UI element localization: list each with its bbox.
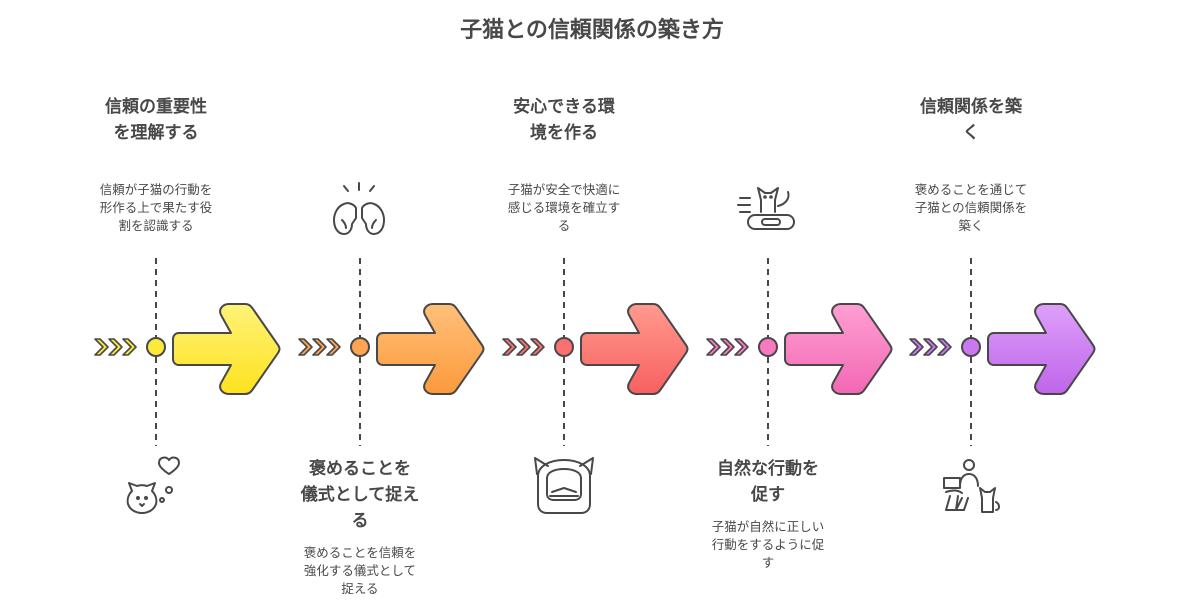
step-arrow xyxy=(580,303,689,395)
step-heading-line: く xyxy=(962,123,980,143)
chevron-mark xyxy=(298,338,313,356)
chevron-mark xyxy=(937,338,952,356)
chevron-mark xyxy=(706,338,721,356)
step-description-line: 感じる環境を確立す xyxy=(507,200,621,215)
step-description-line: 子猫との信頼関係を xyxy=(914,200,1028,215)
cat-heart-icon xyxy=(126,456,180,514)
step-description-line: 子猫が安全で快適に xyxy=(507,182,621,197)
step-heading: 信頼の重要性を理解する xyxy=(56,94,256,146)
page-title: 子猫との信頼関係の築き方 xyxy=(460,18,724,43)
step-arrow xyxy=(376,303,485,395)
cat-scratcher-icon xyxy=(737,187,795,230)
step-description-line: 捉える xyxy=(341,581,379,596)
step-heading-line: 促す xyxy=(751,485,785,505)
step-description-line: 信頼が子猫の行動を xyxy=(99,182,213,197)
step-description-line: る xyxy=(557,218,571,233)
step-arrow xyxy=(987,303,1096,395)
chevron-mark xyxy=(530,338,545,356)
chevron-mark xyxy=(516,338,531,356)
chevron-mark xyxy=(312,338,327,356)
step-heading-line: 自然な行動を xyxy=(717,459,819,479)
step-heading-line: 境を作る xyxy=(530,123,598,143)
step-description-line: 褒めることを信頼を xyxy=(303,545,417,560)
chevron-mark xyxy=(94,338,109,356)
step-description-line: 褒めることを通じて xyxy=(914,182,1028,197)
step-heading: 褒めることを儀式として捉える xyxy=(260,456,460,534)
step-description: 子猫が自然に正しい行動をするように促す xyxy=(683,518,853,572)
person-cat-icon xyxy=(943,459,1000,513)
step-description-line: 子猫が自然に正しい xyxy=(711,519,825,534)
chevron-mark xyxy=(734,338,749,356)
chevron-mark xyxy=(909,338,924,356)
step-heading-line: 信頼の重要性 xyxy=(105,97,207,117)
step-description-line: 行動をするように促 xyxy=(711,537,825,552)
step-heading-line: る xyxy=(351,511,369,531)
step-milestone-dot xyxy=(961,337,981,357)
step-description: 信頼が子猫の行動を形作る上で果たす役割を認識する xyxy=(71,181,241,235)
step-milestone-dot xyxy=(554,337,574,357)
chevron-mark xyxy=(108,338,123,356)
step-heading-line: 儀式として捉え xyxy=(300,485,420,505)
step-arrow xyxy=(784,303,893,395)
step-heading: 信頼関係を築く xyxy=(871,94,1071,146)
step-description: 褒めることを信頼を強化する儀式として捉える xyxy=(275,544,445,598)
step-description-line: 形作る上で果たす役 xyxy=(99,200,213,215)
chevron-mark xyxy=(326,338,341,356)
cat-carrier-icon xyxy=(534,457,594,514)
step-heading-line: を理解する xyxy=(113,123,199,143)
step-heading-line: 褒めることを xyxy=(309,459,411,479)
step-description-line: す xyxy=(761,555,775,570)
step-description-line: 築く xyxy=(958,218,984,233)
step-description: 子猫が安全で快適に感じる環境を確立する xyxy=(479,181,649,235)
step-heading: 自然な行動を促す xyxy=(668,456,868,508)
chevron-mark xyxy=(923,338,938,356)
step-heading-line: 信頼関係を築 xyxy=(920,97,1022,117)
chevron-mark xyxy=(502,338,517,356)
step-milestone-dot xyxy=(350,337,370,357)
step-description: 褒めることを通じて子猫との信頼関係を築く xyxy=(886,181,1056,235)
step-arrow xyxy=(172,303,281,395)
chevron-mark xyxy=(720,338,735,356)
step-milestone-dot xyxy=(758,337,778,357)
step-description-line: 強化する儀式として xyxy=(303,563,417,578)
step-heading: 安心できる環境を作る xyxy=(464,94,664,146)
step-heading-line: 安心できる環 xyxy=(513,97,615,117)
step-milestone-dot xyxy=(146,337,166,357)
praying-hands-icon xyxy=(333,182,385,235)
chevron-mark xyxy=(122,338,137,356)
step-description-line: 割を認識する xyxy=(118,218,194,233)
